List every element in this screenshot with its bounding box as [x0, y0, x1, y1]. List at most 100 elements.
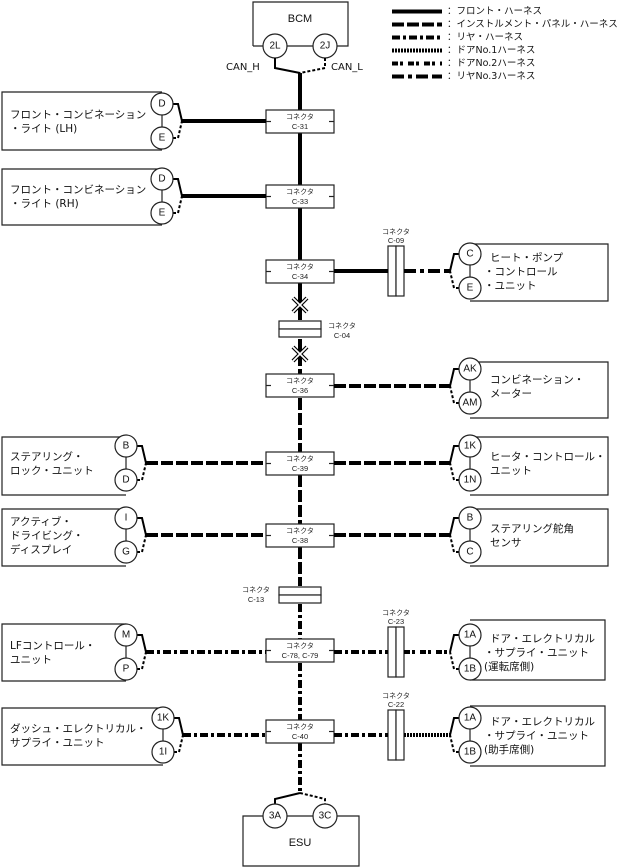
- connector-code: C-33: [292, 197, 308, 206]
- pin-b[interactable]: [114, 434, 138, 458]
- twist-dash: [173, 120, 183, 139]
- twist-solid: [137, 445, 147, 464]
- pin-am[interactable]: [458, 391, 482, 415]
- esu-unit[interactable]: ESU 3A 3C: [242, 803, 360, 867]
- pin-label: M: [122, 630, 130, 641]
- pin-1k[interactable]: [458, 434, 482, 458]
- pin-label: E: [467, 283, 474, 294]
- legend-swatch-instrument: [392, 22, 442, 27]
- legend-item-rear: ：リヤ・ハーネス: [392, 31, 628, 44]
- connector-title: コネクタ: [286, 722, 314, 731]
- twist-dash: [449, 651, 459, 670]
- twist-dash: [449, 734, 459, 753]
- unit-label-line: ・ライト (RH): [10, 198, 79, 210]
- pin-b[interactable]: [458, 506, 482, 530]
- pin-i[interactable]: [114, 506, 138, 530]
- esu-pin-3c-label: 3C: [319, 811, 332, 822]
- pin-g[interactable]: [114, 540, 138, 564]
- pin-c[interactable]: [458, 242, 482, 266]
- legend-item-instrument: ：インストルメント・パネル・ハーネス: [392, 18, 628, 31]
- unit-label-line: ステアリング舵角: [490, 522, 574, 535]
- unit-label-line: ・ライト (LH): [10, 123, 77, 135]
- connector-title: コネクタ: [286, 187, 314, 196]
- pin-m[interactable]: [114, 623, 138, 647]
- pin-d[interactable]: [150, 92, 174, 116]
- twist-solid: [449, 445, 459, 464]
- connector-code: C-13: [248, 595, 264, 604]
- pin-e[interactable]: [458, 276, 482, 300]
- bcm-pin-2j-label: 2J: [320, 41, 331, 52]
- pin-1a[interactable]: [458, 706, 482, 730]
- pin-label: P: [123, 664, 130, 675]
- connector-code: C-22: [388, 700, 404, 709]
- pin-label: C: [466, 249, 473, 260]
- pin-e[interactable]: [150, 126, 174, 150]
- pin-label: D: [158, 99, 165, 110]
- pin-d[interactable]: [114, 468, 138, 492]
- pin-1n[interactable]: [458, 468, 482, 492]
- pin-1i[interactable]: [151, 740, 175, 764]
- legend-label: ：インストルメント・パネル・ハーネス: [447, 19, 618, 30]
- pin-d[interactable]: [150, 167, 174, 191]
- twist-solid: [137, 517, 147, 536]
- twist-dash: [137, 534, 147, 553]
- twist-solid: [173, 178, 183, 197]
- cut-mark-lower: [291, 345, 309, 363]
- left-unit-2[interactable]: フロント・コンビネーション・ライト (RH)DE: [1, 167, 174, 226]
- esu-pin-3c[interactable]: [312, 803, 338, 829]
- unit-label-line: コンビネーション・: [490, 374, 584, 386]
- left-unit-1[interactable]: フロント・コンビネーション・ライト (LH)DE: [1, 91, 174, 151]
- connector-code: C-23: [388, 617, 404, 626]
- pin-c[interactable]: [458, 540, 482, 564]
- twist-dash: [449, 270, 459, 289]
- pin-e[interactable]: [150, 201, 174, 225]
- twist-dash: [449, 534, 459, 553]
- bcm-unit[interactable]: BCM 2L 2J CAN_H CAN_L: [226, 1, 363, 73]
- connector-title: コネクタ: [286, 376, 314, 385]
- pin-label: B: [123, 441, 130, 452]
- legend-label: ：リヤ・ハーネス: [447, 32, 524, 43]
- unit-label-line: ドライビング・: [10, 529, 84, 542]
- pin-label: 1A: [464, 713, 477, 724]
- connector-title: コネクタ: [286, 641, 314, 650]
- twist-dash: [137, 462, 147, 481]
- pin-ak[interactable]: [458, 357, 482, 381]
- pin-1b[interactable]: [458, 657, 482, 681]
- can-l-label: CAN_L: [331, 62, 363, 73]
- legend-swatch-rear: [392, 35, 442, 40]
- pin-1a[interactable]: [458, 623, 482, 647]
- pin-1b[interactable]: [458, 740, 482, 764]
- legend-swatch-rear3: [392, 74, 442, 79]
- pin-1k[interactable]: [151, 706, 175, 730]
- pin-p[interactable]: [114, 657, 138, 681]
- cut-mark-upper: [291, 296, 309, 314]
- legend-item-rear3: ：リヤNo.3ハーネス: [392, 70, 628, 83]
- esu-pin-3a[interactable]: [262, 803, 288, 829]
- pin-label: I: [125, 513, 128, 524]
- pin-label: G: [122, 547, 130, 558]
- legend-label: ：リヤNo.3ハーネス: [447, 71, 536, 82]
